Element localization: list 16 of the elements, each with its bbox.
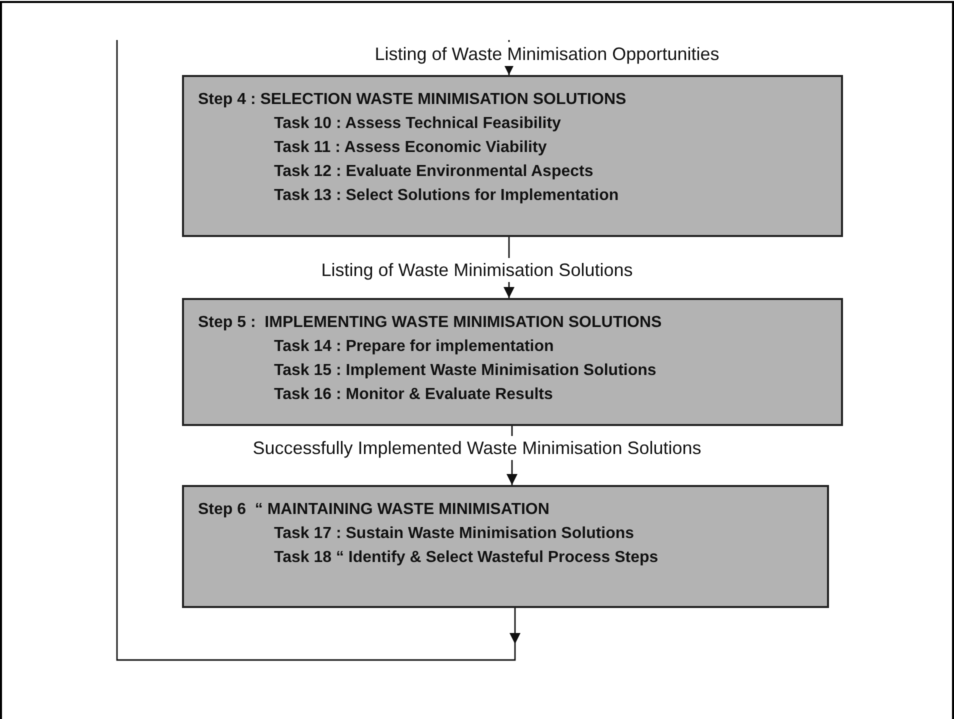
task-text: Task 17 : Sustain Waste Minimisation Solutions	[274, 524, 636, 544]
task-text: Task 16 : Monitor & Evaluate Results	[274, 385, 554, 405]
task-text: Task 10 : Assess Technical Feasibility	[274, 114, 562, 134]
task-text: Task 12 : Evaluate Environmental Aspects	[274, 162, 594, 182]
step-box	[182, 75, 843, 237]
arrow	[510, 608, 520, 644]
step-heading: Step 6 “ MAINTAINING WASTE MINIMISATION	[198, 500, 550, 520]
task-text: Task 13 : Select Solutions for Implementation	[274, 186, 620, 206]
task-text: Task 11 : Assess Economic Viability	[274, 138, 548, 158]
step-box	[182, 485, 829, 608]
step-box	[182, 298, 843, 426]
task-text: Task 14 : Prepare for implementation	[274, 337, 555, 357]
task-text: Task 18 “ Identify & Select Wasteful Process Steps	[274, 548, 660, 568]
step-heading: Step 5 : IMPLEMENTING WASTE MINIMISATION SOLUTIONS	[198, 313, 663, 333]
task-text: Task 15 : Implement Waste Minimisation Solutions	[274, 361, 658, 381]
step-heading: Step 4 : SELECTION WASTE MINIMISATION SOLUTIONS	[198, 90, 628, 110]
